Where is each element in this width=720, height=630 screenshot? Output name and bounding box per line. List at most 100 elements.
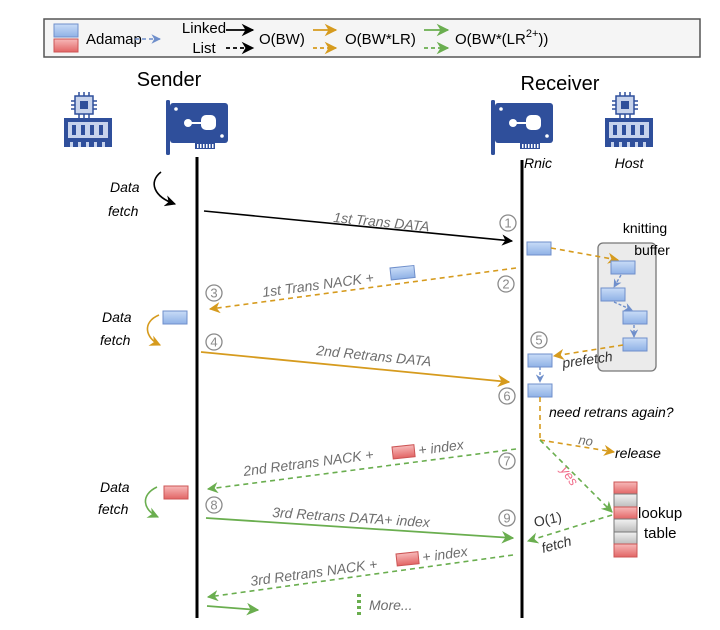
step-9-badge: 9: [498, 509, 516, 527]
data-fetch-2-label-data: Data: [102, 309, 132, 325]
lookup-table: [613, 481, 638, 558]
msg-1st-trans-nack-label: 1st Trans NACK +: [261, 269, 374, 300]
msg-1st-trans-data-label: 1st Trans DATA: [333, 209, 431, 234]
legend-o-bw-lr2-suffix: )): [538, 31, 548, 48]
receiver-title: Receiver: [521, 73, 600, 95]
step-4-badge: 4: [205, 333, 223, 351]
svg-text:5: 5: [535, 333, 542, 348]
lookup-label: lookup: [638, 505, 682, 522]
msg-3rd-retrans-data-label: 3rd Retrans DATA+ index: [272, 504, 432, 530]
receiver-block-1: [526, 241, 552, 256]
buffer-node-4: [622, 337, 648, 352]
legend-linked-list-label-1: Linked: [182, 20, 226, 37]
more-label: More...: [369, 597, 413, 613]
legend-o-bw-lr2-label: O(BW*(LR2+)): [455, 28, 548, 48]
lookup-slot-4: [613, 518, 638, 533]
lookup-slot-5: [613, 531, 638, 545]
knitting-buffer-label-2: buffer: [634, 242, 670, 258]
data-fetch-1-label-fetch: fetch: [108, 203, 139, 219]
data-fetch-1-curve-arrow: [153, 171, 177, 207]
svg-text:6: 6: [503, 389, 510, 404]
svg-text:2: 2: [502, 277, 509, 292]
legend-adamap-blue-swatch: [53, 23, 79, 38]
host-label: Host: [615, 155, 645, 171]
svg-text:1: 1: [504, 216, 511, 231]
svg-text:3: 3: [210, 286, 217, 301]
msg-2nd-retrans-nack-arrow: [206, 448, 517, 494]
svg-text:7: 7: [503, 454, 510, 469]
msg-3rd-retrans-data-arrow: [205, 517, 515, 544]
lookup-insert-arrow: [539, 439, 613, 513]
data-fetch-3-curve-arrow: [144, 486, 160, 518]
lookup-slot-1: [613, 481, 638, 495]
receiver-block-6: [527, 383, 553, 398]
legend: Adamap Linked List O(BW) O(BW*LR) O(BW*(…: [43, 18, 701, 58]
legend-o-bw-lr2-superscript: 2+: [526, 28, 539, 40]
knitting-buffer-label-1: knitting: [623, 220, 667, 236]
buffer-node-2: [600, 287, 626, 302]
legend-adamap-red-swatch: [53, 38, 79, 53]
msg-1st-trans-nack-arrow: [208, 267, 517, 314]
o1-fetch-arrow: [526, 514, 613, 544]
buffer-node-3: [622, 310, 648, 325]
data-fetch-3-label-fetch: fetch: [98, 501, 129, 517]
need-retrans-again-label: need retrans again?: [549, 404, 674, 420]
sender-nic-icon: [166, 100, 228, 155]
no-label: no: [578, 432, 594, 449]
legend-o-bw-lr2-prefix: O(BW*(LR: [455, 31, 526, 48]
msg-1st-trans-nack-blue-block: [389, 264, 416, 281]
o1-label: O(1): [532, 508, 563, 529]
step-6-badge: 6: [498, 387, 516, 405]
step-3-badge: 3: [205, 284, 223, 302]
buffer-link-2: [613, 301, 633, 311]
next-data-arrow: [206, 602, 260, 616]
o1-fetch-label: fetch: [540, 533, 574, 556]
prefetch-label: prefetch: [560, 348, 614, 371]
data-fetch-2-label-fetch: fetch: [100, 332, 131, 348]
step-2-badge: 2: [497, 275, 515, 293]
msg-2nd-retrans-nack-label: 2nd Retrans NACK +: [241, 446, 374, 479]
legend-adamap-label: Adamap: [86, 31, 142, 48]
lookup-slot-3: [613, 506, 638, 520]
lookup-slot-2: [613, 493, 638, 508]
legend-linked-list-label-2: List: [192, 40, 216, 57]
buffer-node-1: [610, 260, 636, 275]
legend-o-bw-label: O(BW): [259, 31, 305, 48]
prefetch-arrow: [552, 344, 624, 360]
data-fetch-3-label-data: Data: [100, 479, 130, 495]
msg-3rd-retrans-nack-index-label: + index: [421, 543, 469, 565]
msg-3rd-retrans-nack-label: 3rd Retrans NACK +: [249, 556, 378, 589]
table-label: table: [644, 525, 677, 542]
lookup-slot-6: [613, 543, 638, 558]
data-fetch-1-label-data: Data: [110, 179, 140, 195]
msg-3rd-retrans-nack-arrow: [206, 554, 514, 602]
sender-title: Sender: [137, 69, 202, 91]
data-fetch-2-curve-arrow: [146, 314, 162, 346]
receiver-host-memory-icon: [605, 92, 653, 147]
msg-2nd-retrans-data-arrow: [200, 351, 511, 388]
step-1-badge: 1: [499, 214, 517, 232]
msg-2nd-retrans-nack-index-label: + index: [417, 436, 465, 458]
data-fetch-2-blue-block: [162, 310, 188, 325]
legend-o-bw-lr-label: O(BW*LR): [345, 31, 416, 48]
svg-text:4: 4: [210, 335, 217, 350]
step-8-badge: 8: [205, 496, 223, 514]
svg-text:8: 8: [210, 498, 217, 513]
msg-3rd-retrans-nack-red-block: [395, 551, 420, 567]
svg-text:9: 9: [503, 511, 510, 526]
buffer-link-1: [613, 274, 622, 288]
receiver-block-5: [527, 353, 553, 368]
sender-host-memory-icon: [64, 92, 112, 147]
step-5-badge: 5: [530, 331, 548, 349]
buffer-insert-arrow: [550, 247, 620, 264]
release-label: release: [615, 445, 661, 461]
msg-1st-trans-data-arrow: [203, 210, 514, 246]
release-arrow: [539, 439, 616, 456]
msg-2nd-retrans-nack-red-block: [391, 444, 416, 460]
step-7-badge: 7: [498, 452, 516, 470]
rnic-label: Rnic: [524, 155, 552, 171]
yes-label: yes: [557, 462, 582, 488]
receiver-nic-icon: [491, 100, 553, 155]
data-fetch-3-red-block: [163, 485, 189, 500]
